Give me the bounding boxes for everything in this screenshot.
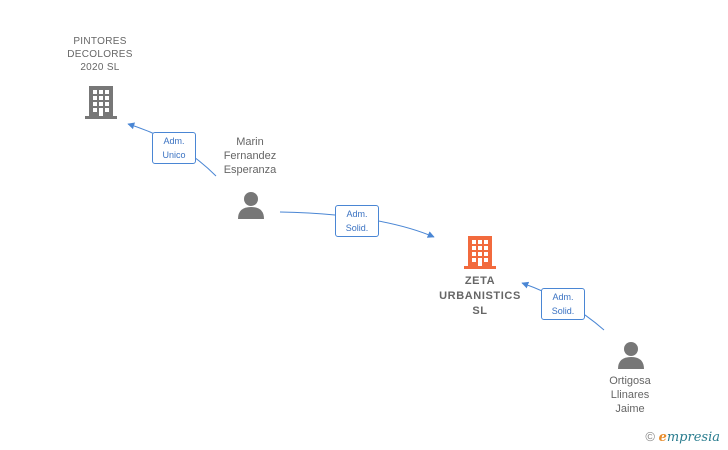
edge-label-line2: Solid.: [345, 223, 369, 233]
person-icon[interactable]: [616, 340, 646, 370]
copyright-brand: © empresia: [645, 429, 720, 445]
building-icon[interactable]: [464, 234, 496, 270]
edge-label-line2: Unico: [162, 150, 186, 160]
brand-logo-e: e: [658, 430, 667, 445]
brand-logo-rest: mpresia: [666, 430, 720, 445]
edge-label-line2: Solid.: [551, 306, 575, 316]
copyright-symbol: ©: [645, 429, 655, 444]
person-icon[interactable]: [236, 190, 266, 220]
person-label-marin[interactable]: Marin Fernandez Esperanza: [223, 136, 277, 176]
edge-label-line1: Adm.: [552, 292, 574, 302]
company-label-pintores[interactable]: PINTORES DECOLORES 2020 SL: [67, 36, 133, 73]
edge-label-line1: Adm.: [346, 209, 368, 219]
edge-label-line1: Adm.: [163, 136, 185, 146]
edge-label-adm-solid: Adm. Solid.: [335, 205, 379, 237]
brand-logo: empresia: [659, 430, 720, 445]
edge-label-adm-unico: Adm. Unico: [152, 132, 196, 164]
building-icon[interactable]: [85, 84, 117, 120]
edge-label-adm-solid: Adm. Solid.: [541, 288, 585, 320]
company-label-zeta[interactable]: ZETA URBANISTICS SL: [439, 275, 521, 317]
person-label-ortigosa[interactable]: Ortigosa Llinares Jaime: [609, 375, 651, 415]
